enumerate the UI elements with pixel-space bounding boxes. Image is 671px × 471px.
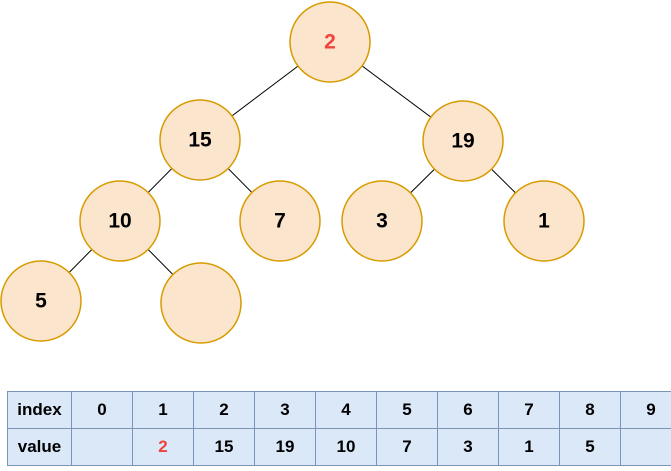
- tree-node-2: 2: [289, 1, 371, 83]
- value-cell-9: [620, 428, 671, 466]
- tree-node-empty: [160, 262, 242, 344]
- value-row-header: value: [7, 428, 72, 466]
- value-cell-8: 5: [559, 428, 621, 466]
- index-cell-6: 6: [437, 391, 499, 429]
- tree-node-3-label: 3: [376, 210, 388, 233]
- index-cell-3: 3: [254, 391, 316, 429]
- tree-node-1: 1: [503, 180, 585, 262]
- value-cell-7: 1: [498, 428, 560, 466]
- index-cell-8: 8: [559, 391, 621, 429]
- tree-node-1-label: 1: [538, 210, 550, 233]
- tree-node-2-circle: [289, 1, 371, 83]
- tree-node-10: 10: [79, 180, 161, 262]
- tree-node-15-label: 15: [188, 129, 212, 152]
- value-cell-6: 3: [437, 428, 499, 466]
- tree-node-5-label: 5: [35, 290, 47, 313]
- index-cell-1: 1: [132, 391, 194, 429]
- tree-node-2-label: 2: [324, 31, 336, 54]
- tree-node-7-label: 7: [274, 210, 286, 233]
- tree-node-15-circle: [159, 99, 241, 181]
- tree-node-19-label: 19: [451, 130, 474, 153]
- value-cell-3: 19: [254, 428, 316, 466]
- tree-node-19-circle: [422, 100, 504, 182]
- index-row-header: index: [7, 391, 72, 429]
- index-cell-7: 7: [498, 391, 560, 429]
- tree-node-19: 19: [422, 100, 504, 182]
- tree-node-10-circle: [79, 180, 161, 262]
- tree-node-3: 3: [341, 180, 423, 262]
- tree-node-5-circle: [0, 260, 82, 342]
- tree-node-3-circle: [341, 180, 423, 262]
- index-row: index 0 1 2 3 4 5 6 7 8 9: [7, 391, 671, 429]
- value-cell-5: 7: [376, 428, 438, 466]
- value-row: value 2 15 19 10 7 3 1 5: [7, 428, 671, 466]
- tree-node-7: 7: [239, 180, 321, 262]
- index-cell-9: 9: [620, 391, 671, 429]
- index-cell-2: 2: [193, 391, 255, 429]
- value-cell-4: 10: [315, 428, 377, 466]
- tree-node-7-circle: [239, 180, 321, 262]
- heap-array-table: index 0 1 2 3 4 5 6 7 8 9 value 2 15 19 …: [7, 391, 671, 466]
- tree-node-empty-circle: [160, 262, 242, 344]
- binary-tree-diagram: 2 15 19 10 7 3 1 5: [0, 1, 585, 344]
- value-cell-2: 15: [193, 428, 255, 466]
- tree-node-10-label: 10: [108, 210, 131, 233]
- tree-node-15: 15: [159, 99, 241, 181]
- index-cell-5: 5: [376, 391, 438, 429]
- index-cell-4: 4: [315, 391, 377, 429]
- tree-node-5: 5: [0, 260, 82, 342]
- value-cell-1: 2: [132, 428, 194, 466]
- index-cell-0: 0: [71, 391, 133, 429]
- tree-node-1-circle: [503, 180, 585, 262]
- value-cell-0: [71, 428, 133, 466]
